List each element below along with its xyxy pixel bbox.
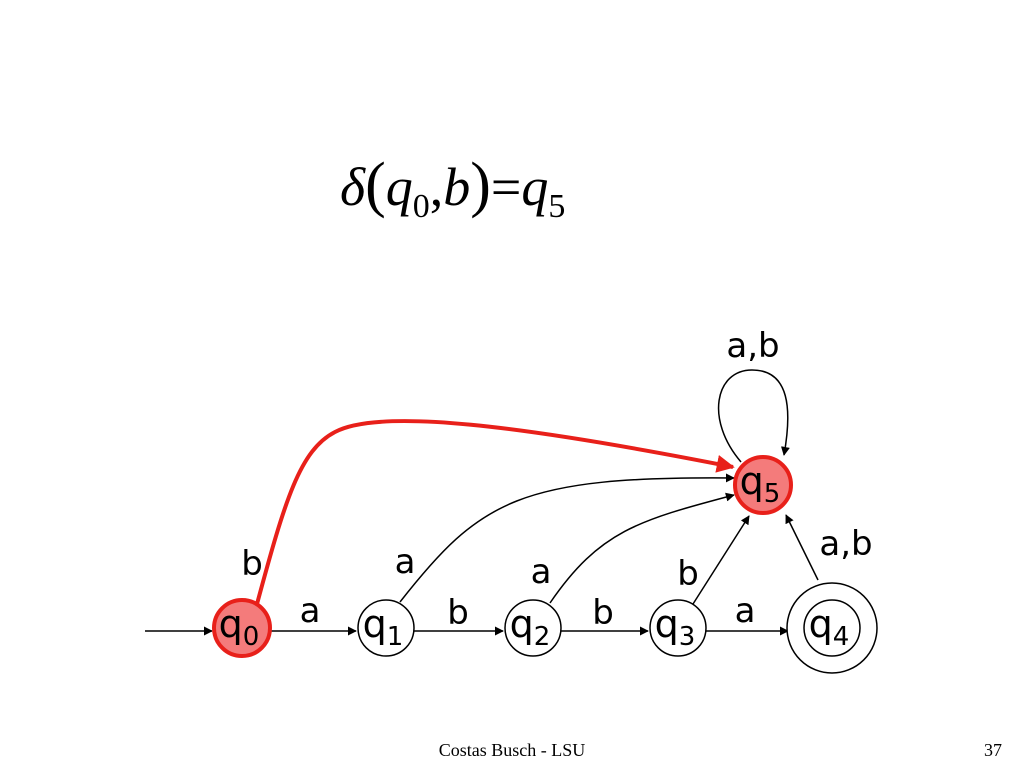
transition-label-q0-q1: a [300, 591, 321, 631]
state-q3: q3 [649, 599, 707, 657]
state-q3-index: 3 [679, 622, 696, 652]
state-q3-label: q3 [655, 602, 696, 652]
state-q1-label: q1 [363, 602, 404, 652]
transition-q0-q5 [255, 419, 735, 605]
footer-author: Costas Busch - LSU [438, 740, 586, 760]
state-q5-letter: q [740, 459, 764, 503]
state-q4-letter: q [809, 602, 833, 646]
state-q1-letter: q [363, 602, 387, 646]
state-q2-index: 2 [534, 622, 551, 652]
transition-label-q3-q5: b [677, 554, 699, 594]
transitions-layer [145, 369, 819, 636]
state-q4-index: 4 [833, 622, 850, 652]
state-q2: q2 [504, 599, 562, 657]
state-q0-letter: q [219, 602, 243, 646]
state-q0-label: q0 [219, 602, 260, 652]
state-q1-index: 1 [387, 622, 404, 652]
page-number: 37 [984, 740, 1002, 760]
delta-symbol: δ [340, 157, 366, 217]
open-paren: ( [365, 151, 386, 219]
transition-formula: δ(q0,b)=q5 [340, 140, 680, 230]
transition-q5-q5 [717, 369, 790, 463]
formula-equals: = [490, 157, 522, 217]
state-q0: q0 [212, 598, 272, 658]
state-q3-circle [649, 599, 707, 657]
formula-to-state: q [521, 157, 549, 217]
state-q4: q4 [786, 582, 878, 674]
formula-from-index: 0 [412, 188, 430, 225]
formula-to-index: 5 [548, 188, 566, 225]
state-q2-letter: q [510, 602, 534, 646]
state-q0-circle [212, 598, 272, 658]
transition-label-q4-q5: a,b [819, 524, 872, 564]
transition-q2-q5 [549, 492, 735, 604]
transition-q1-q5 [399, 473, 735, 603]
state-q4-circle [803, 599, 861, 657]
state-q2-label: q2 [510, 602, 551, 652]
transition-label-q0-q5: b [241, 544, 263, 584]
state-q3-letter: q [655, 602, 679, 646]
state-q5-circle [733, 455, 793, 515]
transition-label-q1-q2: b [447, 593, 469, 633]
state-q5-label: q5 [740, 459, 781, 509]
transition-label-q2-q3: b [592, 593, 614, 633]
state-q2-circle [504, 599, 562, 657]
state-q5-index: 5 [764, 479, 781, 509]
close-paren: ) [470, 151, 491, 219]
transition-label-q2-q5: a [531, 552, 552, 592]
transition-q3-q5 [692, 515, 750, 605]
transition-label-q5-q5: a,b [726, 326, 779, 366]
state-q1-circle [357, 599, 415, 657]
state-q5: q5 [733, 455, 793, 515]
transition-label-q1-q5: a [395, 542, 416, 582]
transition-q4-q5 [785, 514, 819, 581]
state-q1: q1 [357, 599, 415, 657]
formula-from-state: q [385, 157, 413, 217]
state-q4-label: q4 [809, 602, 850, 652]
formula-input-symbol: b [443, 157, 471, 217]
state-q0-index: 0 [243, 622, 260, 652]
transition-label-q3-q4: a [735, 591, 756, 631]
formula-comma: , [429, 157, 444, 217]
